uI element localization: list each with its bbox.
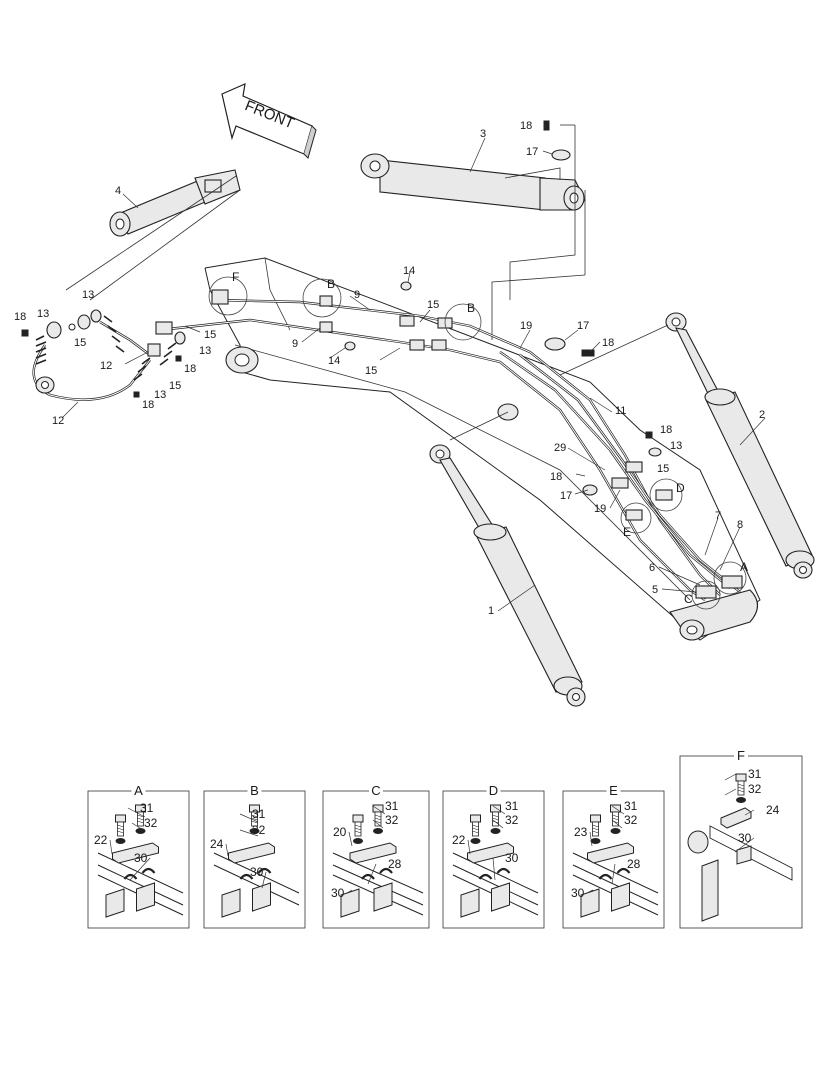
circle-label-b1: B: [327, 277, 335, 291]
boom: [204, 257, 761, 641]
callout-18b: 18: [14, 311, 26, 323]
cylinder-4: [65, 169, 241, 301]
detail-label-a-30: 30: [134, 851, 148, 865]
detail-label-d-32: 32: [505, 813, 519, 827]
detail-circles: F B B D E A C: [208, 270, 748, 610]
callout-5: 5: [652, 584, 658, 596]
detail-label-c-32: 32: [385, 813, 399, 827]
callout-18c: 18: [184, 363, 196, 375]
detail-views: A31322230B31322430C3132202830D31322230E3…: [87, 748, 803, 929]
detail-label-f-31: 31: [748, 767, 762, 781]
callout-18f: 18: [660, 424, 672, 436]
callout-17a: 17: [526, 146, 538, 158]
callout-8: 8: [737, 519, 743, 531]
callout-19a: 19: [520, 320, 532, 332]
detail-title-e: E: [609, 783, 618, 798]
callout-15e: 15: [365, 365, 377, 377]
detail-label-b-30: 30: [250, 865, 264, 879]
detail-view-b: B 31 32 24 30: [203, 783, 306, 929]
circle-label-e: E: [623, 525, 631, 539]
detail-label-b-31: 31: [252, 807, 266, 821]
callout-14b: 14: [328, 355, 340, 367]
detail-title-d: D: [489, 783, 498, 798]
detail-label-f-32: 32: [748, 782, 762, 796]
detail-label-e-28: 28: [627, 857, 641, 871]
svg-text:15: 15: [657, 463, 669, 475]
callout-17b: 17: [577, 320, 589, 332]
callout-14a: 14: [403, 265, 415, 277]
detail-label-d-31: 31: [505, 799, 519, 813]
detail-title-f: F: [737, 748, 745, 763]
callout-18a: 18: [520, 120, 532, 132]
callout-1: 1: [488, 605, 494, 617]
svg-text:18: 18: [550, 471, 562, 483]
detail-label-e-32: 32: [624, 813, 638, 827]
callout-2: 2: [759, 409, 765, 421]
detail-label-b-24: 24: [210, 837, 224, 851]
callout-6: 6: [649, 562, 655, 574]
callout-13c: 13: [199, 345, 211, 357]
callout-13b: 13: [82, 289, 94, 301]
callouts: 1 2 3 4 5 6 7 8 9 9 11 12 12 13 13 13 13…: [14, 120, 765, 617]
detail-label-c-31: 31: [385, 799, 399, 813]
detail-label-e-31: 31: [624, 799, 638, 813]
callout-9b: 9: [292, 338, 298, 350]
detail-label-a-22: 22: [94, 833, 108, 847]
callout-13a: 13: [37, 308, 49, 320]
detail-label-b-32: 32: [252, 823, 266, 837]
callout-13d: 13: [154, 389, 166, 401]
callout-15b: 15: [204, 329, 216, 341]
cylinder-1: [429, 444, 586, 707]
detail-label-f-24: 24: [766, 803, 780, 817]
detail-label-e-30: 30: [571, 886, 585, 900]
callout-15c: 15: [74, 337, 86, 349]
detail-title-a: A: [134, 783, 143, 798]
circle-label-d: D: [676, 481, 685, 495]
callout-11: 11: [615, 405, 626, 417]
callout-18d: 18: [142, 399, 154, 411]
pipes: [155, 281, 743, 601]
callout-18e: 18: [602, 337, 614, 349]
circle-label-b2: B: [467, 301, 475, 315]
circle-label-f: F: [232, 270, 239, 284]
detail-label-d-30: 30: [505, 851, 519, 865]
front-arrow: FRONT: [221, 83, 317, 159]
detail-label-c-30: 30: [331, 886, 345, 900]
detail-label-c-28: 28: [388, 857, 402, 871]
callout-12b: 12: [52, 415, 64, 427]
cylinder-3: [360, 120, 586, 340]
detail-label-e-23: 23: [574, 825, 588, 839]
leader-lines: [61, 125, 766, 612]
callout-7: 7: [715, 510, 721, 522]
detail-label-f-30: 30: [738, 831, 752, 845]
cylinder-2: [559, 312, 815, 579]
callout-19b: 19: [594, 503, 606, 515]
callout-29: 29: [554, 442, 566, 454]
callout-4: 4: [115, 185, 121, 197]
detail-title-b: B: [250, 783, 259, 798]
callout-12a: 12: [100, 360, 112, 372]
detail-label-c-20: 20: [333, 825, 347, 839]
callout-9a: 9: [354, 289, 360, 301]
circle-label-c: C: [684, 592, 693, 606]
callout-15a: 15: [427, 299, 439, 311]
detail-label-a-31: 31: [140, 801, 154, 815]
callout-17c: 17: [560, 490, 572, 502]
callout-3: 3: [480, 128, 486, 140]
detail-label-d-22: 22: [452, 833, 466, 847]
callout-13e: 13: [670, 440, 682, 452]
detail-title-c: C: [371, 783, 380, 798]
callout-15d: 15: [169, 380, 181, 392]
circle-label-a: A: [740, 560, 748, 574]
detail-label-a-32: 32: [144, 816, 158, 830]
hose-12: [21, 309, 186, 401]
